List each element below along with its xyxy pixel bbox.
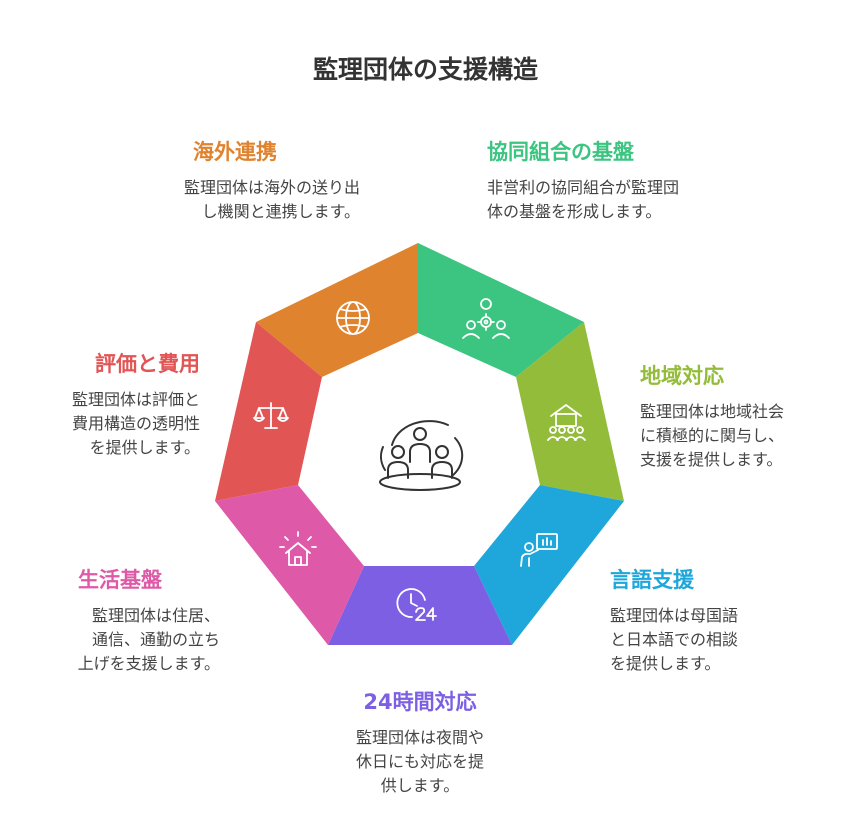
section-desc-cooperative: 非営利の協同組合が監理団 体の基盤を形成します。 [487,178,680,221]
section-living: 生活基盤 監理団体は住居、 通信、通勤の立ち 上げを支援します。 [20,566,220,676]
segment-overseas [256,243,418,377]
scales-icon [253,402,289,429]
presenter-icon [520,533,558,567]
segment-community [516,322,624,501]
segment-evaluation [215,322,322,501]
segment-cooperative [418,243,584,377]
section-desc-overseas: 監理団体は海外の送り出 し機関と連携します。 [183,178,360,221]
section-title-living: 生活基盤 [78,568,162,592]
section-evaluation: 評価と費用 監理団体は評価と 費用構造の透明性 を提供します。 [20,350,200,460]
segment-support24 [328,566,512,645]
section-title-evaluation: 評価と費用 [95,352,200,376]
section-title-overseas: 海外連携 [193,140,277,164]
section-support24: 24時間対応 監理団体は夜間や 休日にも対応を提 供します。 [300,688,540,798]
section-language: 言語支援 監理団体は母国語 と日本語での相談 を提供します。 [610,566,810,676]
house-icon [279,531,317,566]
section-title-community: 地域対応 [640,364,724,388]
section-overseas: 海外連携 監理団体は海外の送り出 し機関と連携します。 [110,138,360,224]
globe-icon [336,301,370,335]
section-title-cooperative: 協同組合の基盤 [487,140,634,164]
community-building-icon [547,404,586,441]
section-title-language: 言語支援 [610,568,694,592]
section-title-support24: 24時間対応 [363,690,477,714]
segment-language [474,485,624,645]
section-desc-living: 監理団体は住居、 通信、通勤の立ち 上げを支援します。 [77,606,220,673]
clock-24-icon [396,588,437,621]
section-cooperative: 協同組合の基盤 非営利の協同組合が監理団 体の基盤を形成します。 [487,138,767,224]
section-desc-community: 監理団体は地域社会 に積極的に関与し、 支援を提供します。 [640,402,785,469]
section-desc-support24: 監理団体は夜間や 休日にも対応を提 供します。 [355,728,484,795]
section-desc-evaluation: 監理団体は評価と 費用構造の透明性 を提供します。 [71,390,200,457]
section-community: 地域対応 監理団体は地域社会 に積極的に関与し、 支援を提供します。 [640,362,840,472]
group-gear-icon [462,298,510,339]
section-desc-language: 監理団体は母国語 と日本語での相談 を提供します。 [610,606,739,673]
people-group-icon [379,420,464,491]
page-title: 監理団体の支援構造 [312,55,538,84]
